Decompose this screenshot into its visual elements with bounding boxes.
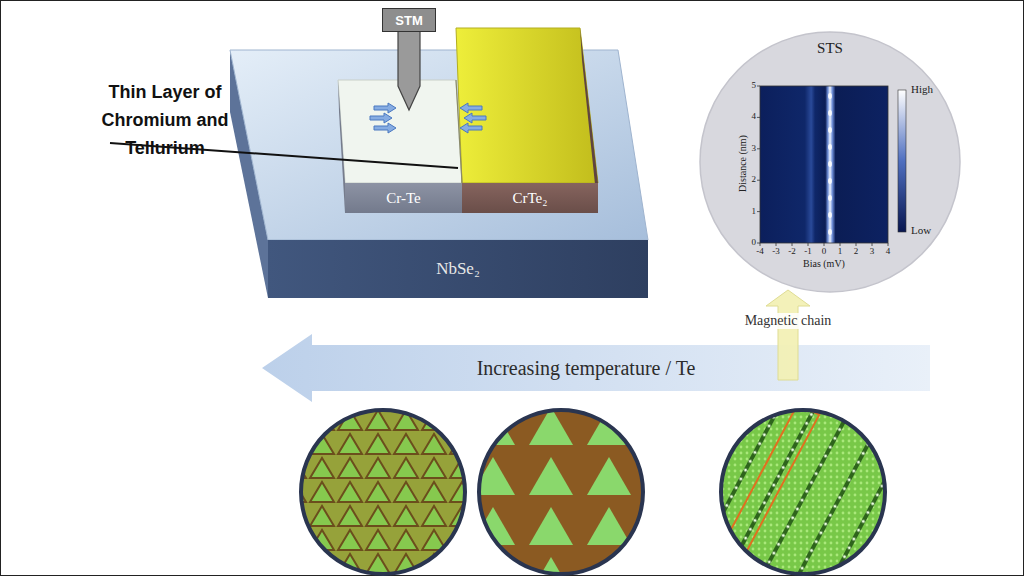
arrow-right (374, 103, 396, 113)
tick-label: 5 (736, 80, 756, 90)
stm-tip (398, 31, 420, 110)
tick (792, 243, 793, 246)
node-text: NbSe₂ (436, 259, 480, 279)
atomic-lattice (720, 408, 888, 576)
colorbar (898, 90, 906, 232)
nbse2-substrate-face: NbSe₂ (268, 240, 648, 298)
tick-label: 3 (736, 143, 756, 153)
tick (808, 243, 809, 246)
tick-label: 1 (736, 206, 756, 216)
spot (828, 144, 832, 150)
chain-highlight (718, 403, 819, 564)
tick (776, 243, 777, 246)
spot (828, 195, 832, 201)
node-text: Increasing temperature / Te (477, 357, 696, 380)
tick (757, 211, 760, 212)
tick-label: -4 (750, 246, 770, 256)
tick-label: 2 (736, 174, 756, 184)
spot (828, 178, 832, 184)
spot (828, 93, 832, 99)
arrow-left (460, 123, 482, 133)
node-text: CrTe₂ (512, 190, 547, 207)
triangle-lattice (300, 408, 468, 576)
tick (824, 243, 825, 246)
crte2-top-face (456, 28, 598, 183)
tick-label: 0 (814, 246, 834, 256)
spot (828, 161, 832, 167)
tick-label: 3 (862, 246, 882, 256)
axis-title: Distance (nm) (737, 114, 748, 214)
image-rim (301, 410, 465, 574)
arrow-left (460, 103, 482, 113)
magnetic-chain-arrow (766, 290, 810, 380)
tick (757, 148, 760, 149)
stm-image-2 (478, 408, 646, 576)
spot (828, 212, 832, 218)
arrow-left (464, 113, 486, 123)
tick-label: 0 (736, 237, 756, 247)
arrow-right (370, 113, 392, 123)
stm-image-1 (300, 408, 468, 576)
node-text: STM (395, 13, 422, 28)
tick (840, 243, 841, 246)
node-text: Cr-Te (386, 190, 420, 207)
heatmap-spots (828, 93, 832, 235)
spot (828, 127, 832, 133)
stm-probe-box: STM (382, 8, 436, 32)
tick-label: 1 (830, 246, 850, 256)
node-text: STS (817, 40, 843, 57)
tick (872, 243, 873, 246)
cr-te-front-face: Cr-Te (345, 183, 462, 213)
tick (856, 243, 857, 246)
tick-label: -3 (766, 246, 786, 256)
arrow-label: Magnetic chain (742, 313, 835, 329)
sts-heatmap (760, 86, 888, 243)
triangle-domains (478, 408, 646, 576)
stm-image-3 (718, 403, 888, 576)
tick (757, 180, 760, 181)
crte2-front-face: CrTe₂ (462, 183, 598, 213)
tick (757, 243, 760, 244)
image-rim (721, 410, 885, 574)
image-rim (479, 410, 643, 574)
spot (828, 229, 832, 235)
sts-circle (700, 32, 960, 292)
motion-arrows (370, 103, 486, 133)
axis-ticks (757, 86, 888, 246)
callout-text: Thin Layer of Chromium and Tellurium (64, 78, 266, 162)
colorbar-label: High (911, 83, 951, 95)
tick-label: 4 (736, 111, 756, 121)
tick (757, 86, 760, 87)
spot (828, 110, 832, 116)
axis-title: Bias (mV) (784, 258, 864, 269)
tick-label: 2 (846, 246, 866, 256)
cr-te-side-face (338, 80, 345, 213)
tick-label: -1 (798, 246, 818, 256)
colorbar-label: Low (911, 224, 951, 236)
tick (888, 243, 889, 246)
chain-stripes (720, 408, 888, 576)
tick (760, 243, 761, 246)
band-arrow (262, 334, 930, 402)
tick-label: -2 (782, 246, 802, 256)
temperature-band: Increasing temperature / Te (262, 334, 930, 402)
tick (757, 117, 760, 118)
tick-label: 4 (878, 246, 898, 256)
arrow-right (374, 123, 396, 133)
